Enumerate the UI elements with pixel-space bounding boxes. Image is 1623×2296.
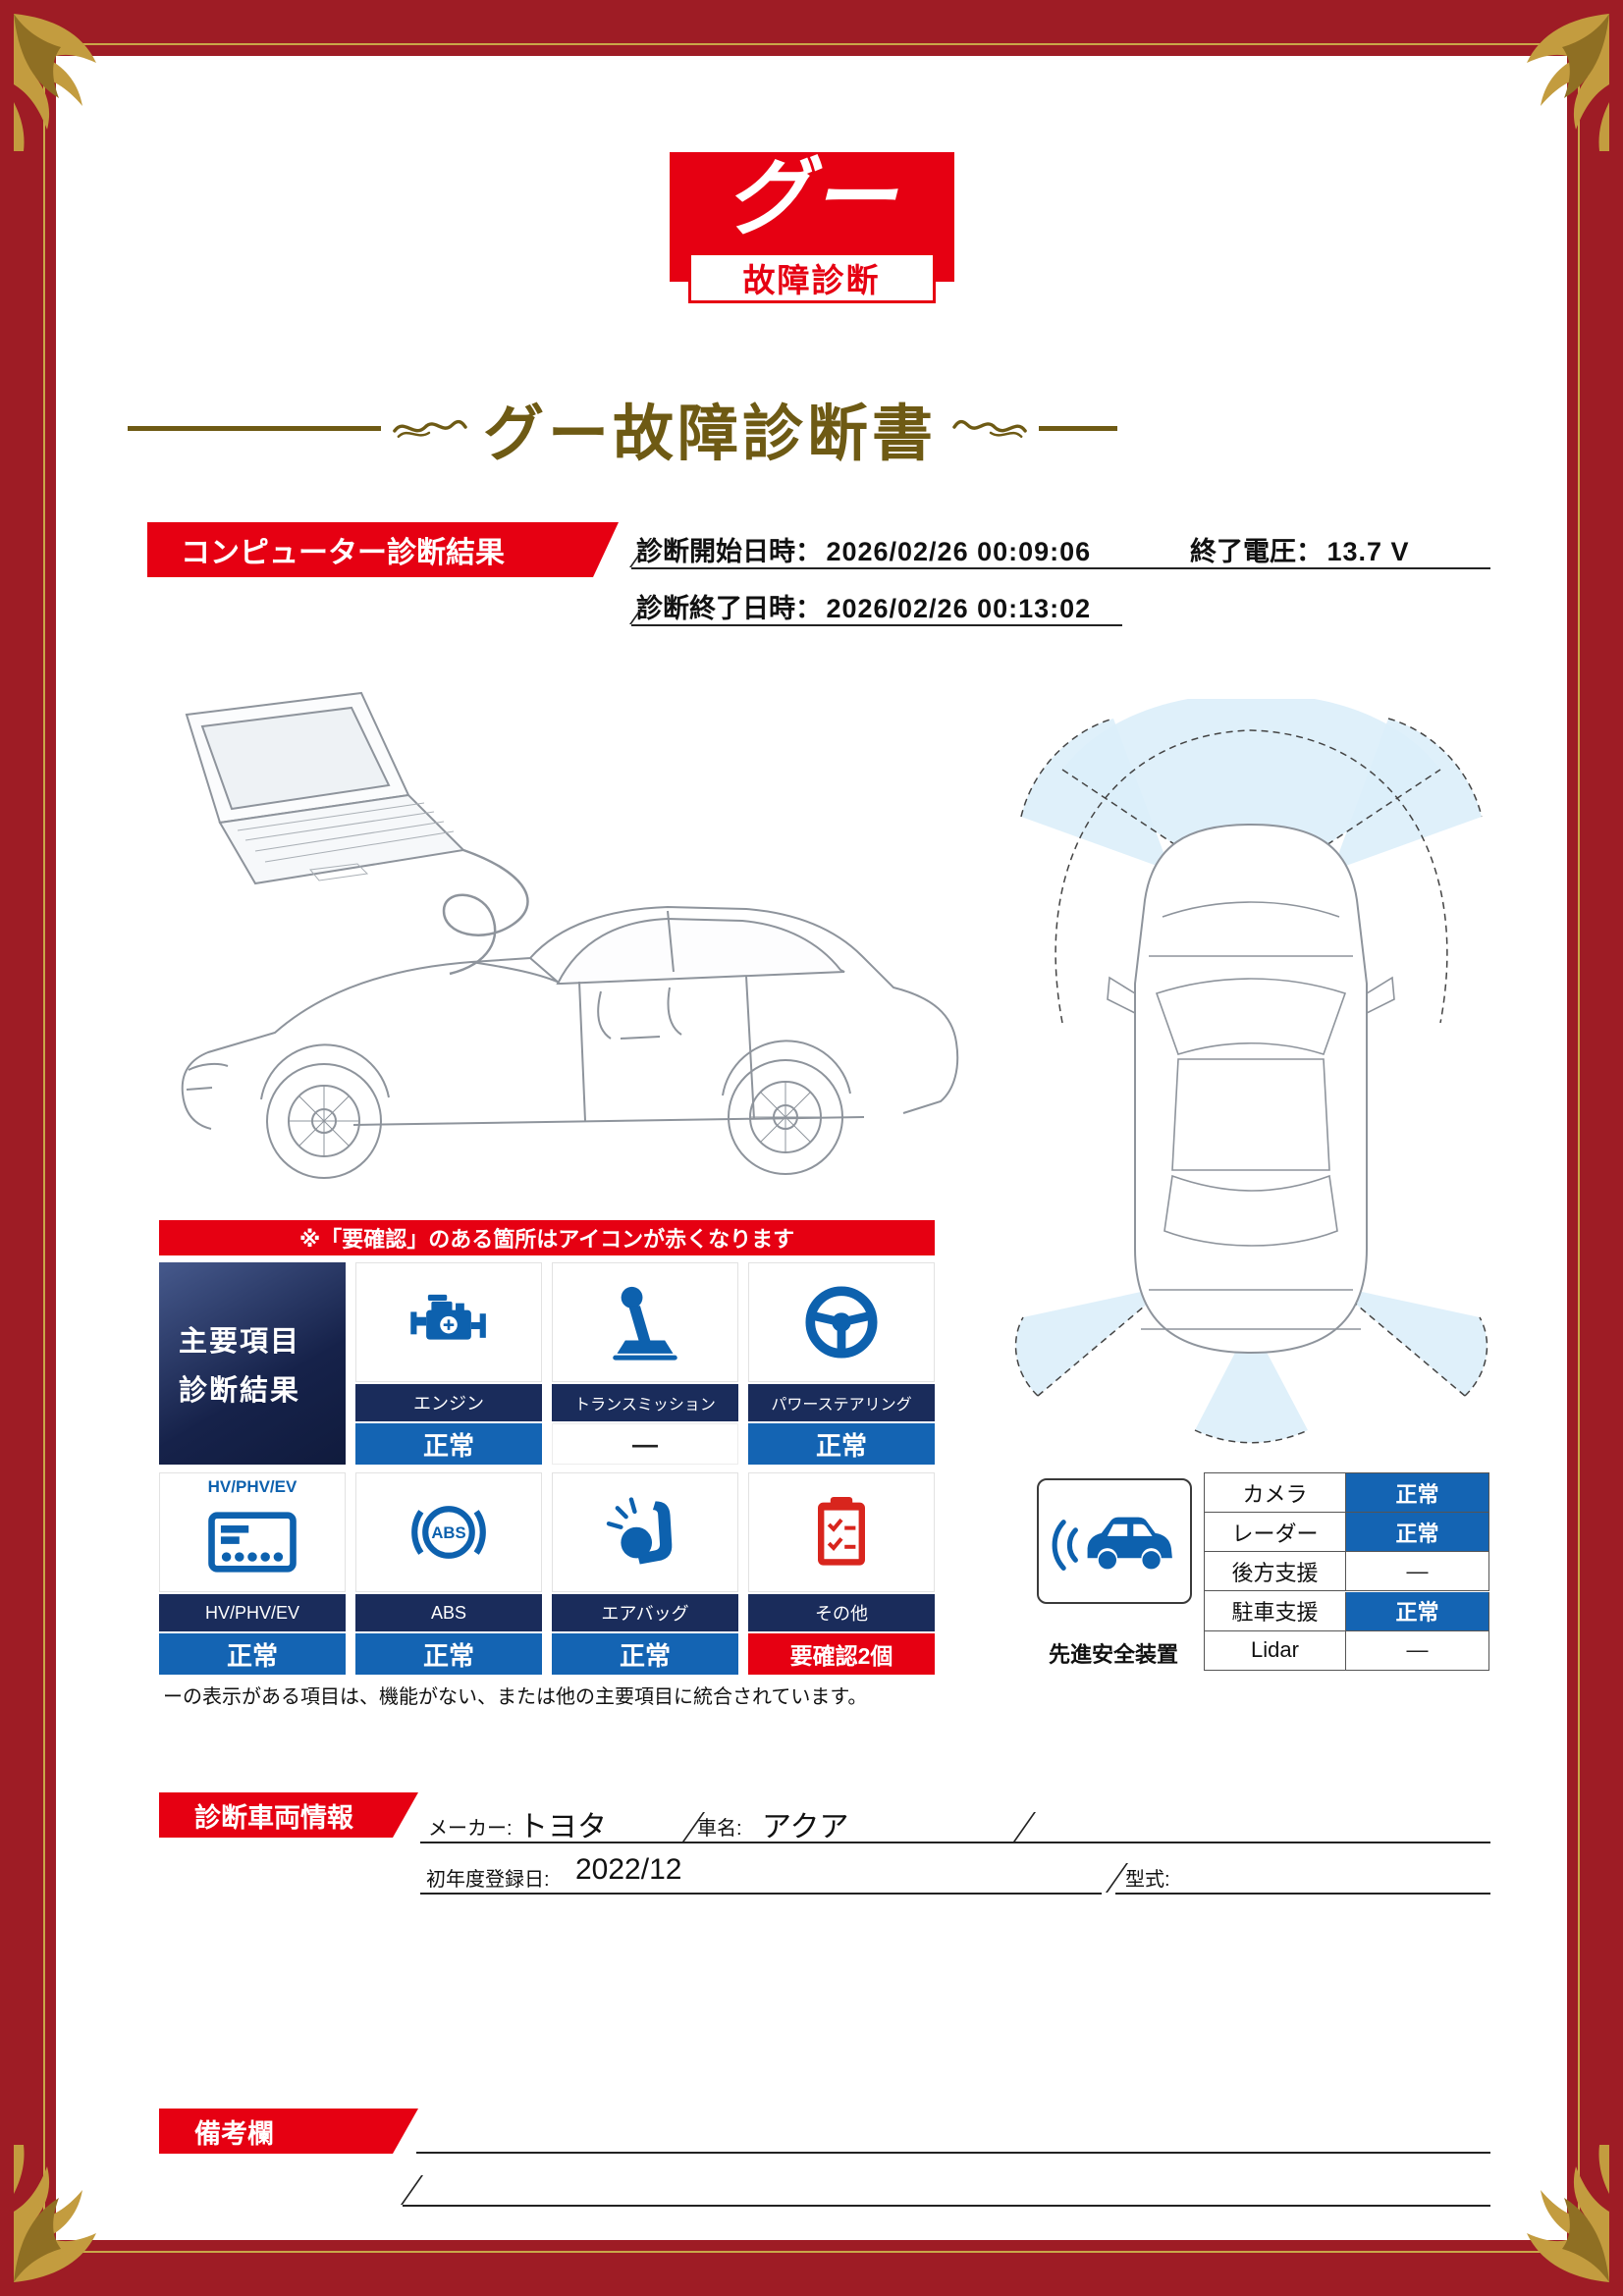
diag-cell-hv-phv-ev: HV/PHV/EV HV/PHV/EV 正常: [159, 1472, 346, 1675]
diag-cell-transmission: トランスミッション —: [552, 1262, 738, 1465]
svg-text:ABS: ABS: [431, 1523, 465, 1542]
safety-systems-left-panel: 先進安全装置: [1029, 1472, 1204, 1671]
diag-cell-power-steering: パワーステアリング 正常: [748, 1262, 935, 1465]
goo-logo-subtitle: 故障診断: [742, 262, 881, 298]
safety-row-status: 正常: [1346, 1513, 1489, 1553]
sensor-coverage-zones: [1015, 699, 1488, 1443]
laptop-car-illustration: [181, 691, 959, 1179]
remarks-line-2: [403, 2205, 1490, 2207]
goo-logo: グー 故障診断: [669, 151, 954, 303]
diag-cell-other: その他 要確認2個: [748, 1472, 935, 1675]
diag-item-status: 正常: [355, 1423, 542, 1465]
main-diagnosis-grid: 主要項目 診断結果: [159, 1262, 935, 1675]
goo-logo-brand: グー: [725, 151, 898, 245]
diag-item-name: ABS: [355, 1594, 542, 1631]
diag-item-status: 正常: [748, 1423, 935, 1465]
title-flourish-left: [393, 419, 467, 438]
report-title-row: グー故障診断書: [128, 391, 1340, 468]
engine-icon: [355, 1262, 542, 1382]
grid-footnote: ーの表示がある項目は、機能がない、または他の主要項目に統合されています。: [163, 1686, 868, 1708]
main-results-header: 主要項目 診断結果: [159, 1262, 346, 1465]
safety-car-icon: [1037, 1478, 1192, 1604]
diagnosis-end-underline: [631, 624, 1122, 626]
diagnosis-start-underline: [631, 567, 1490, 569]
safety-row-status: —: [1346, 1552, 1489, 1592]
car-top-view-illustration: [1014, 699, 1488, 1444]
other-clipboard-icon: [748, 1472, 935, 1592]
gold-corner-ornament: [14, 14, 96, 151]
title-rule-right: [1039, 425, 1118, 431]
diag-cell-airbag: エアバッグ 正常: [552, 1472, 738, 1675]
diag-item-name: エンジン: [355, 1384, 542, 1421]
safety-row-name: Lidar: [1205, 1630, 1346, 1671]
diag-item-status: 正常: [355, 1633, 542, 1675]
car-body-top-view: [1134, 823, 1368, 1355]
safety-row-status: 正常: [1346, 1473, 1489, 1513]
diag-cell-engine: エンジン 正常: [355, 1262, 542, 1465]
diag-item-name: HV/PHV/EV: [159, 1594, 346, 1631]
airbag-icon: [552, 1472, 738, 1592]
car-name-label: 車名:: [697, 1818, 742, 1840]
end-voltage-value: 13.7 V: [1326, 537, 1410, 566]
abs-icon: ABS: [355, 1472, 542, 1592]
computer-diagnosis-banner-label: コンピューター診断結果: [181, 537, 505, 569]
vehicle-row2-underline-a: [420, 1893, 1102, 1895]
report-title: グー故障診断書: [483, 400, 938, 468]
car-name-value: アクア: [762, 1811, 849, 1843]
diag-cell-abs: ABS ABS 正常: [355, 1472, 542, 1675]
diag-item-name: パワーステアリング: [748, 1384, 935, 1421]
diag-item-name: その他: [748, 1594, 935, 1631]
diagnosis-start-label: 診断開始日時：: [636, 537, 822, 566]
diagnosis-end-label: 診断終了日時：: [636, 594, 822, 623]
computer-diagnosis-banner: コンピューター診断結果: [147, 522, 619, 577]
end-voltage-row: 終了電圧： 13.7 V: [1190, 530, 1410, 568]
hv-icon-caption: HV/PHV/EV: [207, 1477, 298, 1496]
model-label: 型式:: [1125, 1869, 1170, 1891]
diag-item-name: トランスミッション: [552, 1384, 738, 1421]
vehicle-info-banner: 診断車両情報: [159, 1792, 418, 1838]
remarks-banner-label: 備考欄: [194, 2118, 274, 2149]
main-results-header-line2: 診断結果: [179, 1375, 301, 1407]
diagnosis-start-datetime: 2026/02/26 00:09:06: [826, 537, 1092, 566]
safety-systems-rows: カメラ 正常 レーダー 正常 後方支援 — 駐車支援 正常 Lidar —: [1204, 1472, 1489, 1671]
safety-systems-label: 先進安全装置: [1048, 1642, 1178, 1667]
diag-item-status: 正常: [159, 1633, 346, 1675]
safety-row-status: 正常: [1346, 1591, 1489, 1631]
vehicle-row1-underline: [420, 1842, 1490, 1843]
remarks-banner: 備考欄: [159, 2109, 418, 2154]
alert-note-bar: ※「要確認」のある箇所はアイコンが赤くなります: [159, 1220, 935, 1255]
diag-item-status: 要確認2個: [748, 1633, 935, 1675]
obd-cable: [442, 848, 529, 976]
safety-row-name: カメラ: [1205, 1473, 1346, 1513]
safety-systems-table: 先進安全装置 カメラ 正常 レーダー 正常 後方支援 — 駐車支援 正常 Lid…: [1029, 1472, 1489, 1671]
vehicle-row2-underline-b: [1115, 1893, 1490, 1895]
first-registration-value: 2022/12: [575, 1853, 682, 1886]
diag-item-status: 正常: [552, 1633, 738, 1675]
remarks-line-1: [416, 2152, 1490, 2154]
title-flourish-right: [952, 419, 1027, 438]
title-rule-left: [128, 425, 381, 431]
end-voltage-label: 終了電圧：: [1190, 537, 1323, 566]
diag-item-name: エアバッグ: [552, 1594, 738, 1631]
diagnosis-end-row: 診断終了日時： 2026/02/26 00:13:02: [636, 587, 1091, 625]
gold-corner-ornament: [14, 2145, 96, 2282]
diagnosis-start-row: 診断開始日時： 2026/02/26 00:09:06: [636, 530, 1091, 568]
gold-corner-ornament: [1527, 14, 1609, 151]
goo-logo-band: 故障診断: [687, 252, 936, 303]
safety-row-name: 駐車支援: [1205, 1591, 1346, 1631]
first-registration-label: 初年度登録日:: [426, 1869, 550, 1891]
safety-row-name: レーダー: [1205, 1513, 1346, 1553]
transmission-icon: [552, 1262, 738, 1382]
main-results-header-line1: 主要項目: [179, 1326, 301, 1358]
hv-battery-icon: HV/PHV/EV: [159, 1472, 346, 1592]
maker-label: メーカー:: [428, 1818, 513, 1840]
safety-row-name: 後方支援: [1205, 1552, 1346, 1592]
diagnosis-end-datetime: 2026/02/26 00:13:02: [826, 594, 1092, 623]
gold-corner-ornament: [1527, 2145, 1609, 2282]
power-steering-icon: [748, 1262, 935, 1382]
maker-value: トヨタ: [518, 1811, 607, 1843]
safety-row-status: —: [1346, 1630, 1489, 1671]
diag-item-status: —: [552, 1423, 738, 1465]
vehicle-info-banner-label: 診断車両情報: [194, 1802, 353, 1833]
